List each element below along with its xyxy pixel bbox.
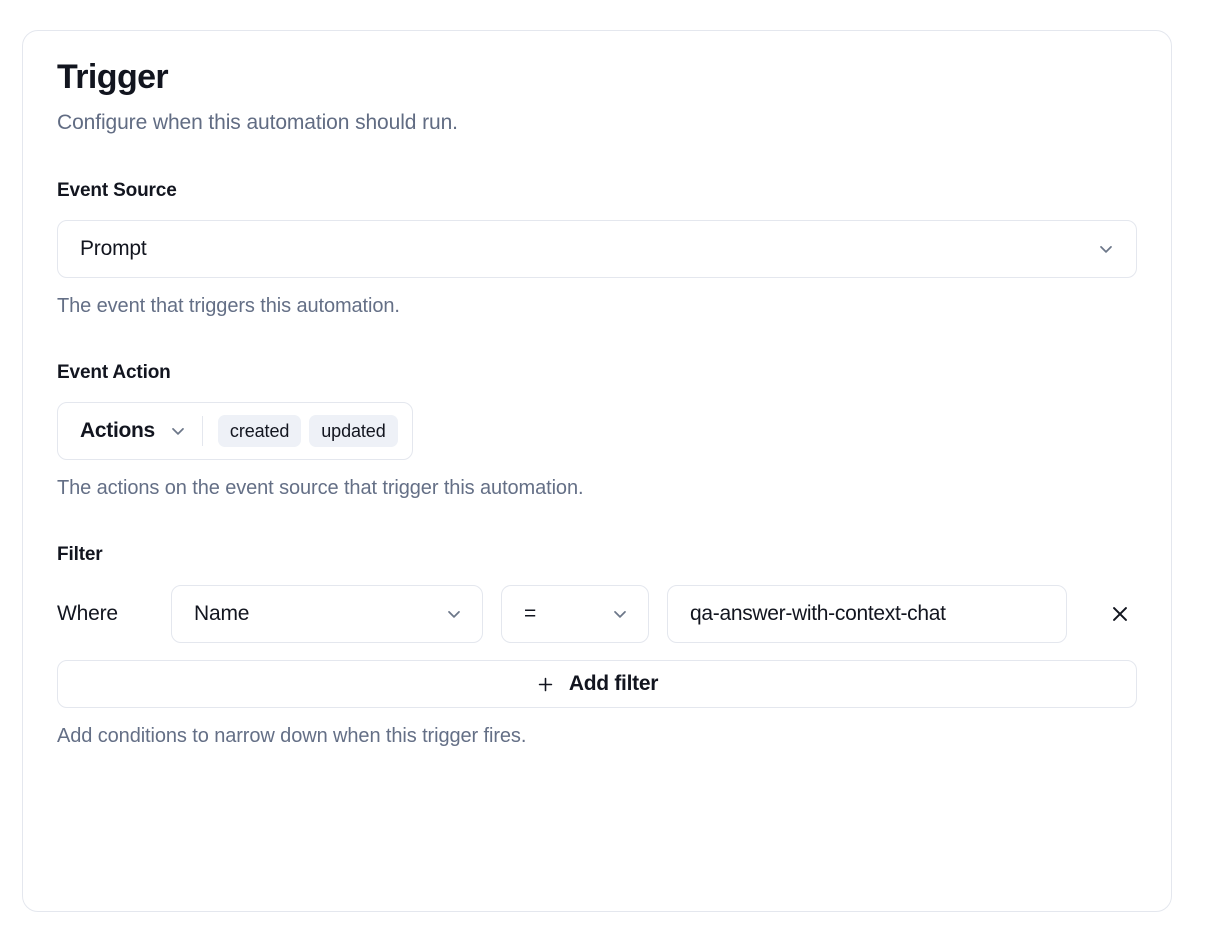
event-action-help: The actions on the event source that tri… <box>57 476 584 499</box>
filter-value-input[interactable] <box>690 602 1048 627</box>
where-label: Where <box>57 602 118 626</box>
event-action-field: Event Action Actions created updated The… <box>57 362 1137 500</box>
event-source-selected-value: Prompt <box>80 236 147 260</box>
event-source-help: The event that triggers this automation. <box>57 294 400 317</box>
event-action-label: Event Action <box>57 361 171 383</box>
event-action-trigger-label: Actions <box>80 418 155 442</box>
event-action-tag[interactable]: created <box>217 414 302 447</box>
add-filter-button[interactable]: Add filter <box>57 660 1137 709</box>
remove-filter-button[interactable] <box>1101 595 1139 633</box>
event-source-field: Event Source Prompt The event that trigg… <box>57 180 1137 318</box>
filter-operator-value: = <box>524 602 537 626</box>
filter-value-input-wrapper[interactable] <box>667 585 1067 644</box>
close-icon <box>1113 607 1127 622</box>
filter-field-value: Name <box>194 602 250 626</box>
card-subtitle: Configure when this automation should ru… <box>57 110 458 134</box>
event-action-tag[interactable]: updated <box>309 414 398 447</box>
filter-operator-select[interactable]: = <box>501 585 649 644</box>
event-action-dropdown-trigger[interactable]: Actions <box>80 419 188 443</box>
chevron-down-icon <box>448 611 460 619</box>
filter-field: Filter Where Name = <box>57 544 1137 749</box>
filter-field-select[interactable]: Name <box>171 585 483 644</box>
event-action-tag-list: created updated <box>217 414 398 447</box>
trigger-card: Trigger Configure when this automation s… <box>22 30 1172 912</box>
chevron-down-icon <box>1100 245 1112 253</box>
chevron-down-icon <box>172 427 184 435</box>
add-filter-label: Add filter <box>568 672 659 696</box>
filter-help: Add conditions to narrow down when this … <box>57 725 527 748</box>
chevron-down-icon <box>614 611 626 619</box>
event-action-combo: Actions created updated <box>57 401 413 460</box>
page-title: Trigger <box>57 58 169 96</box>
filter-label: Filter <box>57 543 103 565</box>
event-source-label: Event Source <box>57 180 177 202</box>
filter-row: Where Name = <box>57 585 1139 644</box>
combo-divider <box>201 415 203 446</box>
event-source-select[interactable]: Prompt <box>57 219 1137 278</box>
plus-icon <box>538 677 553 692</box>
